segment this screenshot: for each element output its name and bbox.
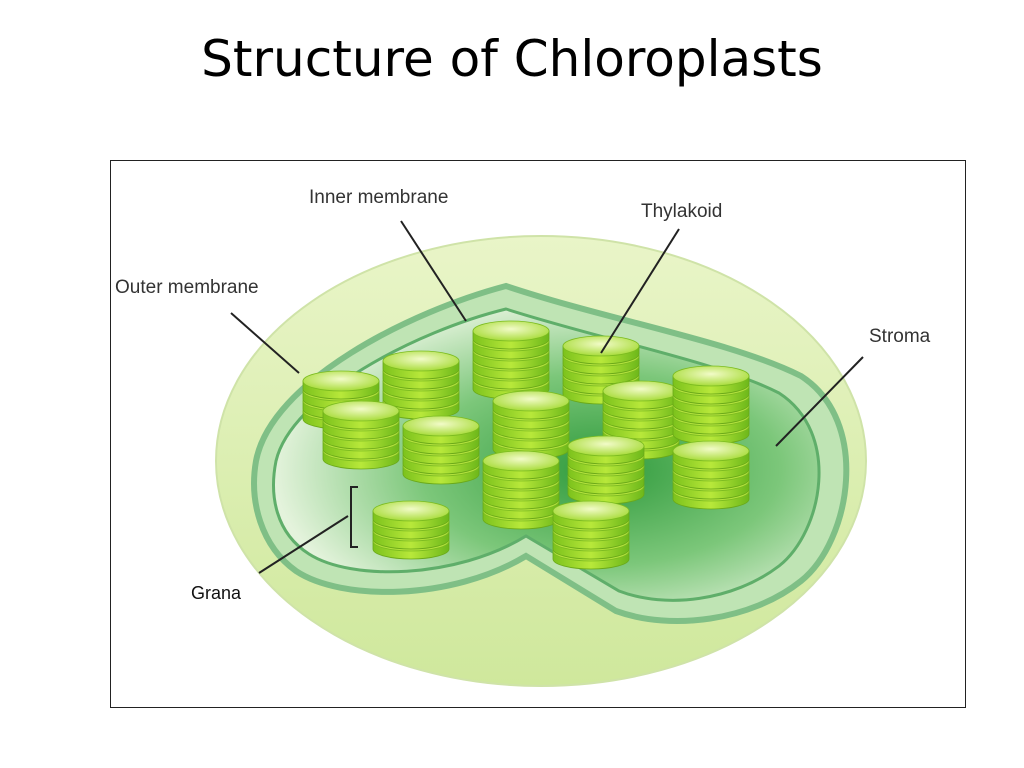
chloroplast-illustration <box>215 220 867 687</box>
grana-stacks <box>302 320 750 570</box>
label-grana: Grana <box>191 583 242 603</box>
granum-stack <box>492 390 570 460</box>
leader-stroma <box>775 356 864 447</box>
thylakoid-disc-top <box>302 370 380 392</box>
thylakoid-disc-top <box>382 350 460 372</box>
granum-stack <box>322 400 400 470</box>
leader-inner-membrane <box>400 220 467 322</box>
thylakoid-disc-top <box>672 440 750 462</box>
slide-title: Structure of Chloroplasts <box>201 30 823 88</box>
thylakoid-disc-top <box>402 415 480 437</box>
granum-stack <box>567 435 645 505</box>
granum-stack <box>472 320 550 400</box>
grana-bracket <box>350 486 358 548</box>
granum-stack <box>402 415 480 485</box>
leader-thylakoid <box>600 228 680 354</box>
leader-grana <box>258 515 349 574</box>
granum-stack <box>482 450 560 530</box>
thylakoid-disc-top <box>472 320 550 342</box>
thylakoid-disc-top <box>492 390 570 412</box>
thylakoid-disc-top <box>672 365 750 387</box>
chloroplast-figure: Inner membrane Thylakoid Outer membrane … <box>110 160 966 708</box>
thylakoid-disc-top <box>602 380 680 402</box>
label-stroma: Stroma <box>869 326 931 347</box>
granum-stack <box>672 440 750 510</box>
label-outer-membrane: Outer membrane <box>115 277 259 298</box>
thylakoid-disc-top <box>482 450 560 472</box>
thylakoid-disc-top <box>552 500 630 522</box>
thylakoid-disc-top <box>322 400 400 422</box>
thylakoid-disc-top <box>562 335 640 357</box>
granum-stack <box>382 350 460 420</box>
thylakoid-disc-top <box>567 435 645 457</box>
leader-outer-membrane <box>230 312 300 374</box>
label-inner-membrane: Inner membrane <box>309 187 449 208</box>
leader-lines <box>230 220 864 574</box>
granum-stack <box>672 365 750 445</box>
label-thylakoid: Thylakoid <box>641 201 723 222</box>
granum-stack <box>552 500 630 570</box>
granum-stack <box>372 500 450 560</box>
thylakoid-disc-top <box>372 500 450 522</box>
